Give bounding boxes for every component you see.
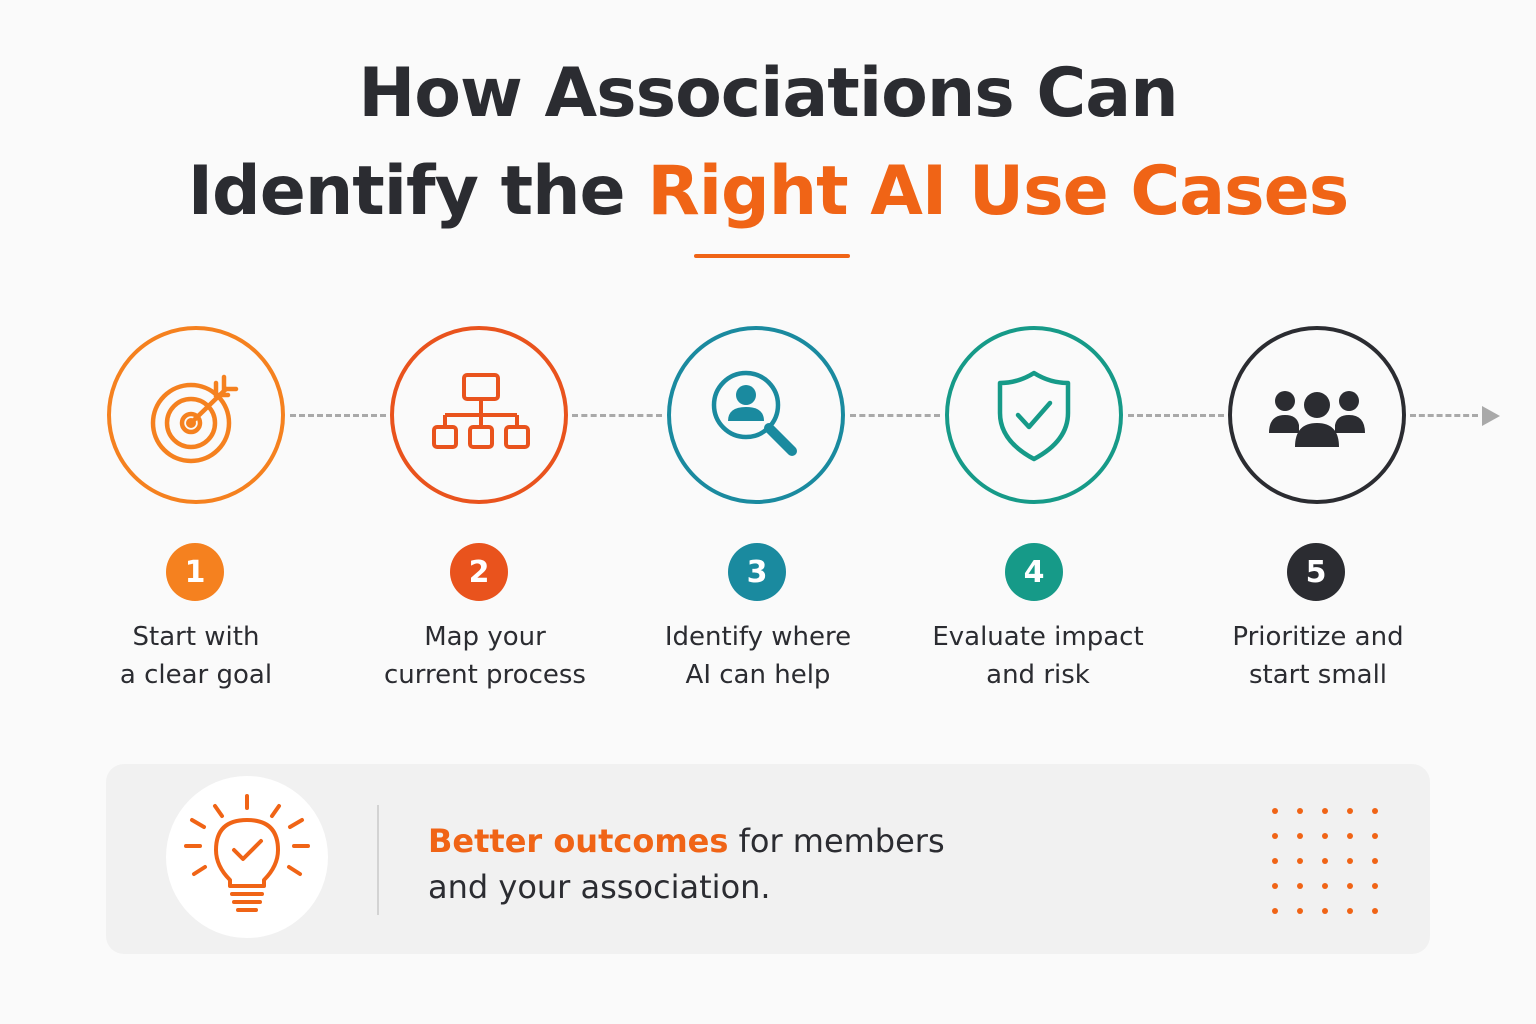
step-1-label-line-1: Start with	[132, 622, 260, 652]
step-2-circle	[390, 326, 568, 504]
step-4-number-badge: 4	[1005, 543, 1063, 601]
decorative-dot	[1297, 908, 1303, 914]
decorative-dot	[1322, 858, 1328, 864]
decorative-dot	[1272, 808, 1278, 814]
step-5-label: Prioritize and start small	[1188, 618, 1448, 694]
decorative-dot	[1372, 858, 1378, 864]
target-arrow-icon	[150, 374, 239, 464]
step-5-label-line-1: Prioritize and	[1232, 622, 1404, 652]
decorative-dot	[1322, 908, 1328, 914]
step-4-label: Evaluate impact and risk	[908, 618, 1168, 694]
step-1-number: 1	[184, 554, 206, 590]
step-1-label-line-2: a clear goal	[119, 660, 273, 690]
banner-text-rest: for members	[728, 822, 945, 860]
step-4-circle	[945, 326, 1123, 504]
arrow-head-icon	[1482, 406, 1500, 426]
step-1-label: Start with a clear goal	[66, 618, 326, 694]
decorative-dot	[1347, 908, 1353, 914]
step-5-number: 5	[1305, 554, 1327, 590]
title-accent-text: Right AI Use Cases	[647, 152, 1349, 231]
step-3-number-badge: 3	[728, 543, 786, 601]
step-4-number: 4	[1023, 554, 1045, 590]
decorative-dot	[1272, 908, 1278, 914]
banner-message: Better outcomes for members and your ass…	[428, 818, 945, 910]
title-line-2-prefix: Identify the	[187, 152, 648, 231]
connector-3-4	[850, 414, 940, 417]
title-line-1-text: How Associations Can	[358, 54, 1178, 133]
process-flowchart-icon	[432, 373, 530, 449]
shield-check-icon	[997, 370, 1071, 462]
title-line-1: How Associations Can	[0, 52, 1536, 136]
step-5-circle	[1228, 326, 1406, 504]
decorative-dot	[1272, 883, 1278, 889]
decorative-dot	[1297, 833, 1303, 839]
banner-accent-text: Better outcomes	[428, 822, 729, 860]
step-2-label-line-1: Map your	[424, 622, 546, 652]
lightbulb-badge	[166, 776, 328, 938]
step-4-label-line-2: and risk	[986, 660, 1090, 690]
title-underline	[694, 254, 850, 258]
title-line-2: Identify the Right AI Use Cases	[0, 150, 1536, 234]
decorative-dot	[1297, 858, 1303, 864]
decorative-dot	[1372, 833, 1378, 839]
banner-divider	[377, 805, 379, 915]
step-3-label-line-2: AI can help	[685, 660, 831, 690]
step-3-circle	[667, 326, 845, 504]
connector-2-3	[572, 414, 662, 417]
connector-5-end	[1410, 414, 1478, 417]
search-person-icon	[711, 370, 797, 456]
step-3-label: Identify where AI can help	[628, 618, 888, 694]
step-2-label: Map your current process	[355, 618, 615, 694]
decorative-dot	[1347, 858, 1353, 864]
step-2-label-line-2: current process	[384, 660, 586, 690]
banner-message-line-2: and your association.	[428, 868, 771, 906]
people-group-icon	[1269, 391, 1365, 447]
decorative-dot	[1372, 808, 1378, 814]
step-4-label-line-1: Evaluate impact	[932, 622, 1144, 652]
decorative-dot	[1322, 808, 1328, 814]
decorative-dot	[1347, 833, 1353, 839]
decorative-dot	[1372, 908, 1378, 914]
lightbulb-check-icon	[184, 794, 310, 912]
decorative-dot	[1322, 833, 1328, 839]
decorative-dot	[1347, 883, 1353, 889]
decorative-dot	[1322, 883, 1328, 889]
banner-message-line-1: Better outcomes for members	[428, 818, 945, 864]
decorative-dot	[1347, 808, 1353, 814]
step-2-number: 2	[468, 554, 490, 590]
step-5-number-badge: 5	[1287, 543, 1345, 601]
connector-4-5	[1128, 414, 1224, 417]
connector-1-2	[290, 414, 386, 417]
decorative-dot-grid	[1272, 808, 1378, 914]
decorative-dot	[1297, 808, 1303, 814]
step-3-number: 3	[746, 554, 768, 590]
decorative-dot	[1272, 858, 1278, 864]
step-3-label-line-1: Identify where	[664, 622, 852, 652]
step-2-number-badge: 2	[450, 543, 508, 601]
step-1-circle	[107, 326, 285, 504]
decorative-dot	[1272, 833, 1278, 839]
step-1-number-badge: 1	[166, 543, 224, 601]
step-5-label-line-2: start small	[1248, 660, 1388, 690]
decorative-dot	[1372, 883, 1378, 889]
decorative-dot	[1297, 883, 1303, 889]
